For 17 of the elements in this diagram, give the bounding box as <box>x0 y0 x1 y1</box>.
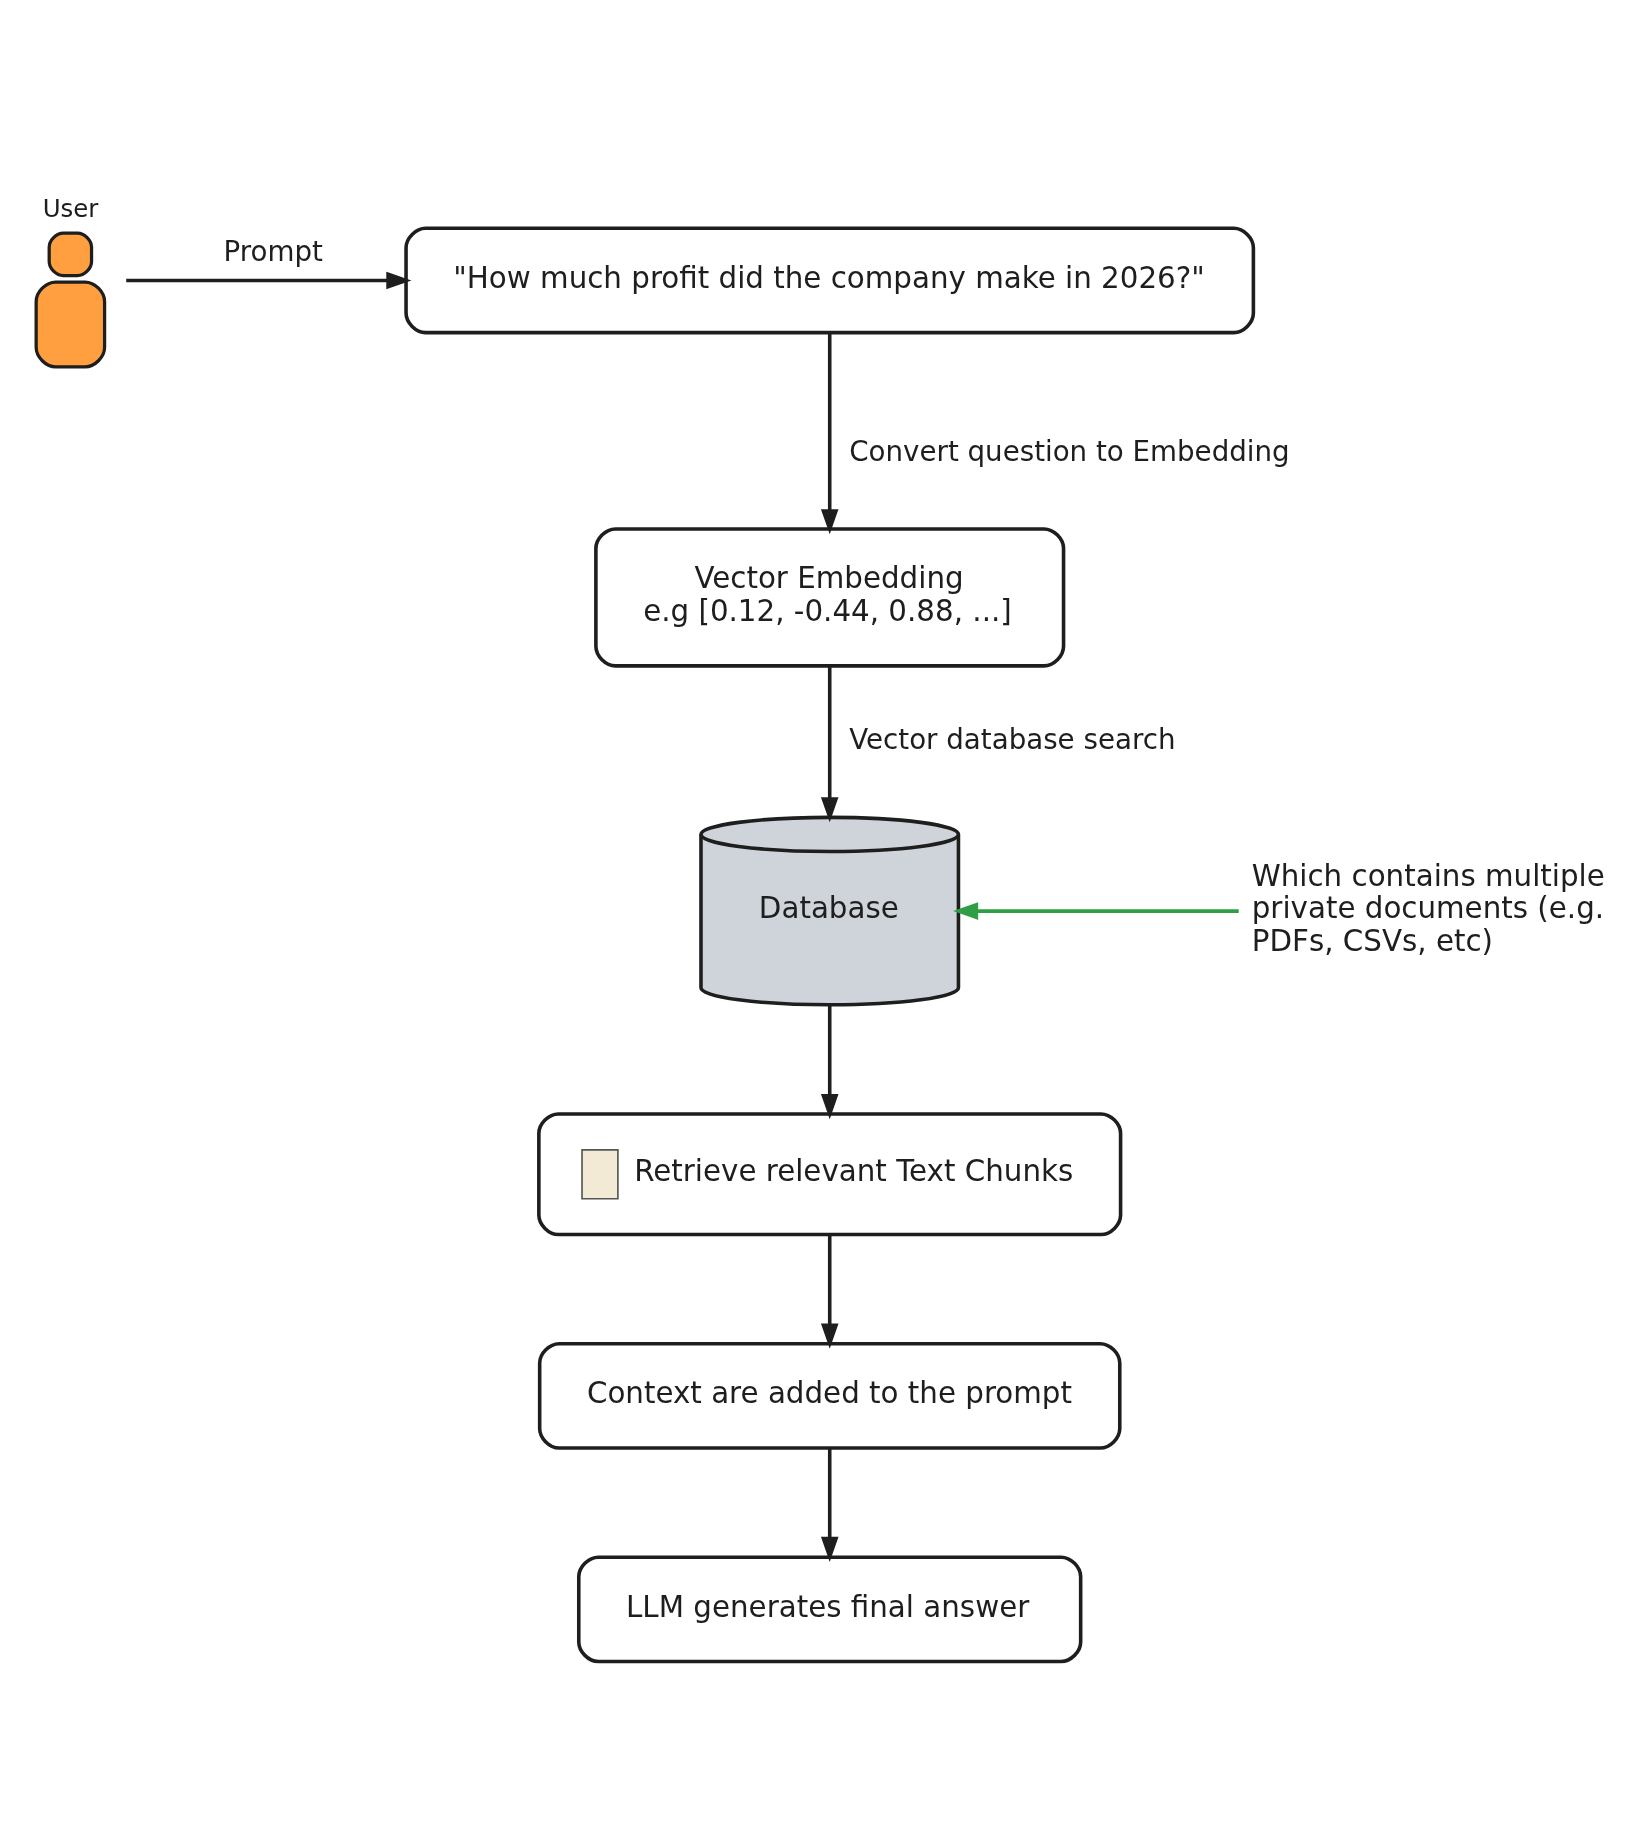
arrow <box>820 1448 839 1562</box>
node-box: LLM generates final answer <box>577 1555 1083 1664</box>
arrow <box>820 1234 839 1349</box>
arrow <box>820 1005 839 1120</box>
edge-label: Convert question to Embedding <box>849 434 1290 468</box>
node-box: Context are added to the prompt <box>537 1341 1122 1450</box>
node-text: Which contains multiple private documents (e.g. PDFs, CSVs, etc) <box>1251 858 1605 958</box>
node-label: User <box>42 193 99 223</box>
arrow <box>953 902 1239 920</box>
arrow <box>820 666 839 823</box>
edge-label: Prompt <box>223 235 323 269</box>
arrow <box>820 333 839 535</box>
node-box: Retrieve relevant Text Chunks <box>537 1112 1123 1237</box>
arrow <box>126 271 412 290</box>
node-box: "How much profit did the company make in 2026?" <box>404 226 1256 335</box>
edge-label: Vector database search <box>849 723 1176 757</box>
node-box: Vector Embedding e.g [0.12, -0.44, 0.88, ...] <box>594 527 1066 668</box>
